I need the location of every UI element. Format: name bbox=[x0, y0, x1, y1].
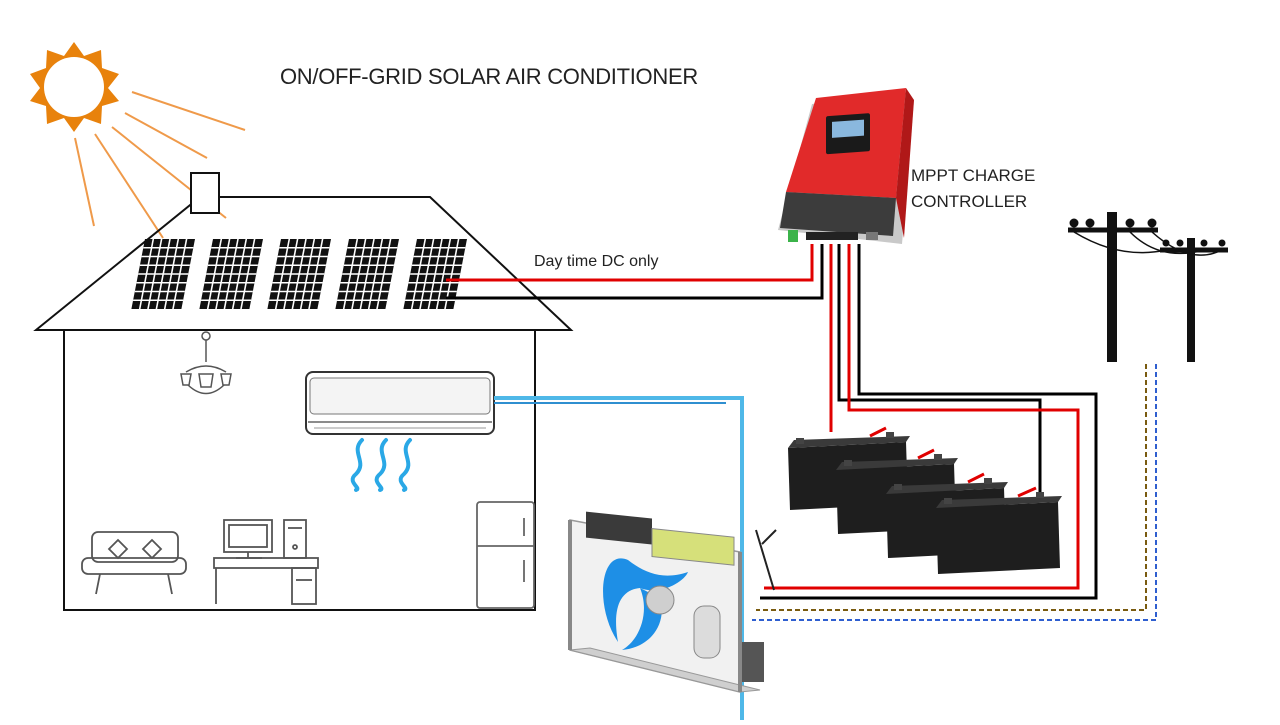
outdoor-compressor-unit-icon bbox=[568, 511, 777, 693]
utility-pole-icon bbox=[1068, 212, 1228, 362]
computer-desk-icon bbox=[213, 519, 319, 605]
dc-wire-label: Day time DC only bbox=[534, 253, 659, 270]
indoor-ac-unit-icon bbox=[305, 371, 495, 435]
sofa-icon bbox=[81, 531, 187, 595]
solar-panel-icon bbox=[403, 239, 467, 309]
solar-panel-icon bbox=[267, 239, 331, 309]
refrigerator-icon bbox=[476, 501, 535, 609]
chandelier-icon bbox=[180, 331, 232, 395]
sun-icon bbox=[30, 42, 119, 132]
diagram-title: ON/OFF-GRID SOLAR AIR CONDITIONER bbox=[280, 64, 698, 89]
battery-icon bbox=[936, 486, 1062, 574]
solar-panels bbox=[131, 239, 467, 309]
solar-panel-icon bbox=[199, 239, 263, 309]
airflow-waves bbox=[350, 438, 412, 492]
controller-label-line2: CONTROLLER bbox=[911, 192, 1028, 211]
controller-label-line1: MPPT CHARGE bbox=[911, 166, 1036, 185]
dc-wires bbox=[446, 244, 1098, 600]
solar-panel-icon bbox=[131, 239, 195, 309]
solar-panel-icon bbox=[335, 239, 399, 309]
battery-bank bbox=[788, 426, 1062, 574]
charge-controller-icon bbox=[778, 88, 914, 244]
ac-grid-wires bbox=[752, 364, 1157, 621]
